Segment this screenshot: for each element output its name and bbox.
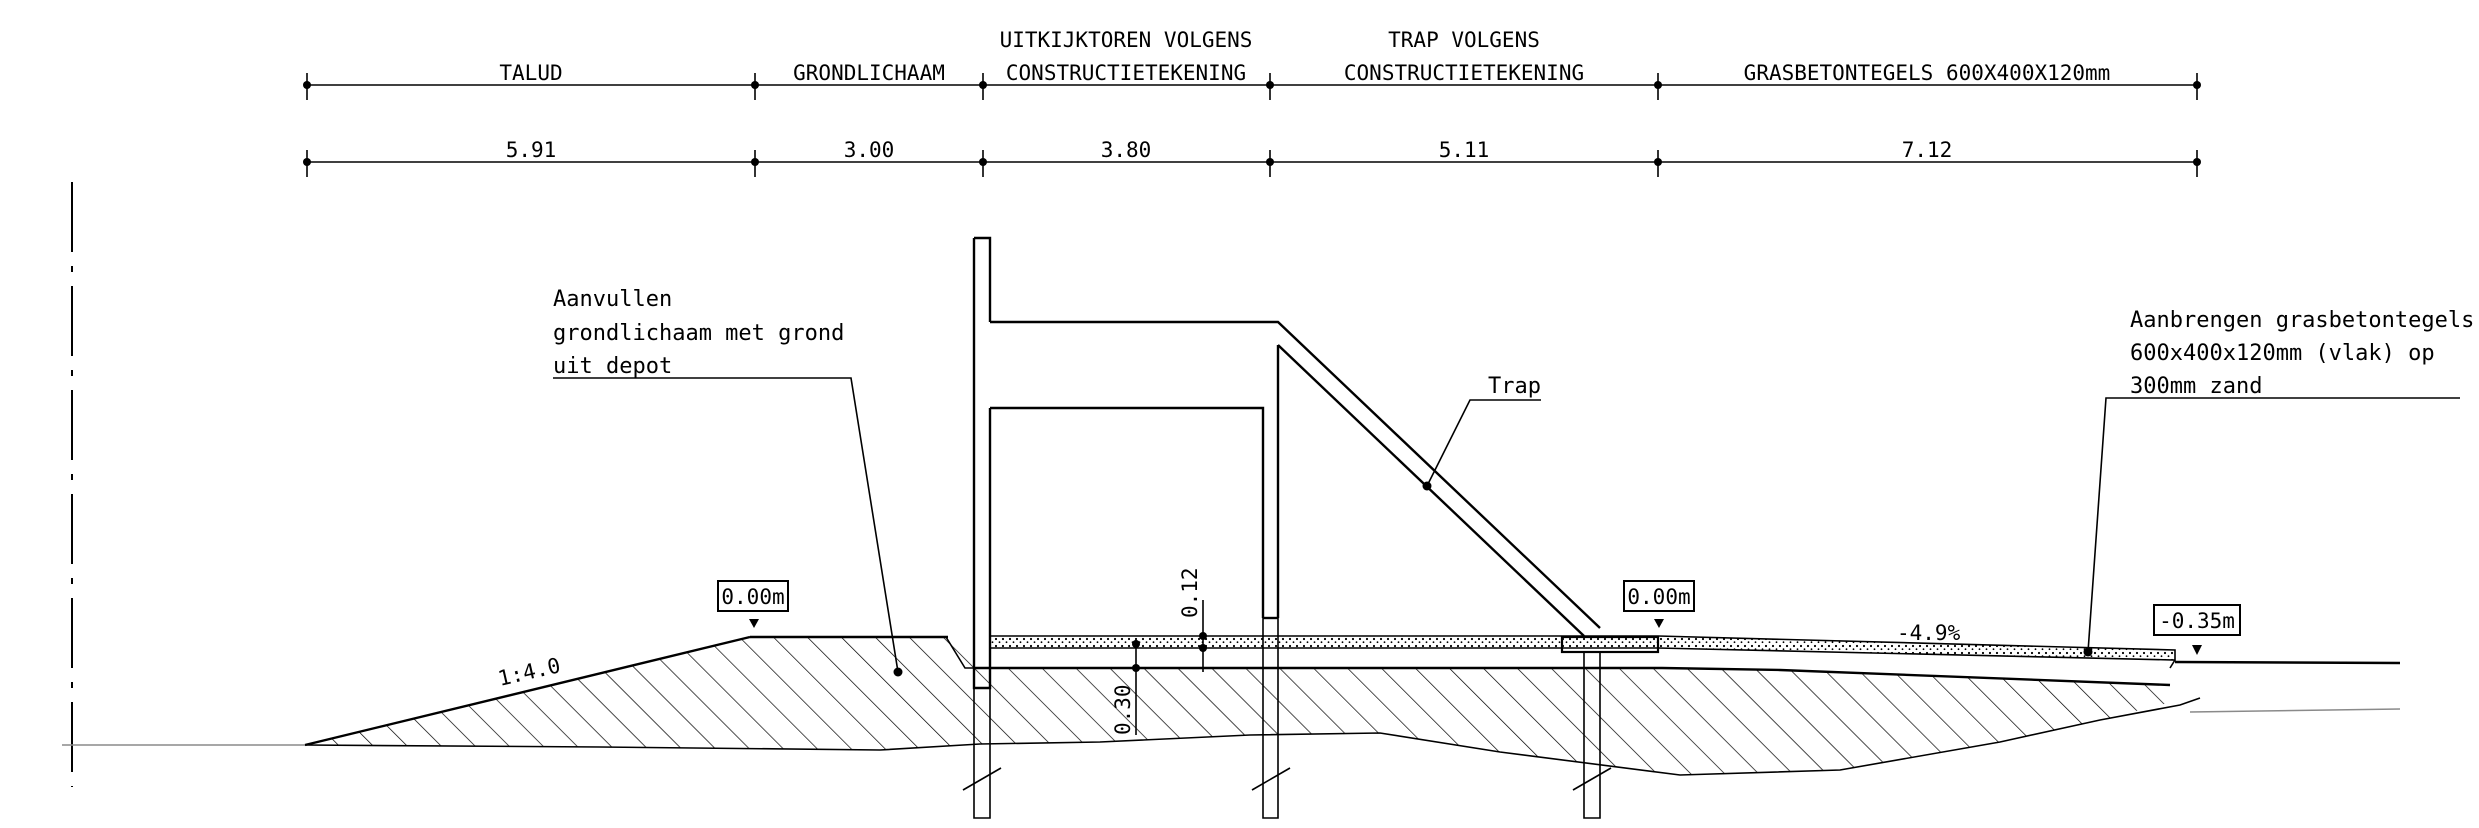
annotation-fill: Aanvullen grondlichaam met grond uit dep…: [553, 287, 903, 677]
stairs-foundation-plate: [1560, 635, 1660, 654]
level-box-stairs: [1623, 580, 1695, 612]
fill-note-line1: Aanvullen: [553, 287, 672, 312]
ground-line-right: [2189, 708, 2401, 713]
annotation-stairs: Trap: [1422, 374, 1541, 491]
slope-line: [304, 635, 751, 747]
terrain-right: [2174, 660, 2401, 665]
layer-end: [2169, 659, 2176, 669]
stairs-note-leader: [1426, 399, 1541, 487]
dimension-ticks: [303, 73, 2201, 177]
section-label-trap-line2: CONSTRUCTIETEKENING: [1344, 61, 1584, 85]
pile-left: [973, 688, 991, 819]
section-label-uitkijktoren-line2: CONSTRUCTIETEKENING: [1006, 61, 1246, 85]
stairs-note-label: Trap: [1488, 374, 1541, 399]
tower-platform-top: [990, 320, 1601, 629]
tile-thickness-label: 0.12: [1178, 567, 1202, 618]
observation-tower: [962, 236, 1660, 819]
level-crest-triangle: [749, 619, 759, 628]
section-label-grasbetontegels: GRASBETONTEGELS 600X400X120mm: [1744, 61, 2111, 85]
level-stairs-label: 0.00m: [1627, 585, 1690, 609]
tiles-note-line1: Aanbrengen grasbetontegels: [2130, 308, 2474, 333]
level-box-crest: [717, 580, 789, 612]
annotation-tiles: Aanbrengen grasbetontegels 600x400x120mm…: [2083, 308, 2474, 657]
section-label-talud: TALUD: [499, 61, 562, 85]
dimension-uitkijktoren: 3.80: [1101, 138, 1152, 162]
dimension-talud: 5.91: [506, 138, 557, 162]
tower-platform-bottom: [990, 406, 1265, 618]
fill-note-line3: uit depot: [553, 354, 672, 379]
dimension-header: TALUD GRONDLICHAAM UITKIJKTOREN VOLGENS …: [303, 28, 2201, 177]
sand-layer-bottom: [975, 666, 2171, 687]
gradient-label: -4.9%: [1897, 621, 1961, 645]
level-markers: 0.00m 0.00m -0.35m: [717, 580, 2241, 655]
section-label-uitkijktoren-line1: UITKIJKTOREN VOLGENS: [1000, 28, 1253, 52]
sand-thickness-label: 0.30: [1111, 684, 1135, 735]
dimension-trap: 5.11: [1439, 138, 1490, 162]
fill-note-leader: [553, 377, 899, 673]
pile-right: [1583, 652, 1601, 819]
level-box-right: [2153, 604, 2241, 636]
soil-hatch: [305, 637, 2180, 775]
section-label-trap-line1: TRAP VOLGENS: [1388, 28, 1540, 52]
level-right-triangle: [2192, 645, 2202, 655]
level-crest-label: 0.00m: [721, 585, 784, 609]
tiles-note-leader: [2087, 397, 2460, 653]
tiles-note-line2: 600x400x120mm (vlak) op: [2130, 341, 2435, 366]
foundation-piles: [962, 618, 1612, 819]
dimension-grondlichaam: 3.00: [844, 138, 895, 162]
fill-note-line2: grondlichaam met grond: [553, 321, 844, 346]
dimension-grasbetontegels: 7.12: [1902, 138, 1953, 162]
section-label-grondlichaam: GRONDLICHAAM: [793, 61, 945, 85]
level-stairs-triangle: [1654, 619, 1664, 628]
level-right-label: -0.35m: [2159, 609, 2235, 633]
stairs-stringer: [1277, 344, 1585, 637]
tiles-note-line3: 300mm zand: [2130, 374, 2262, 399]
existing-terrain-line: [304, 697, 2201, 776]
tower-left-column: [972, 236, 992, 690]
grass-concrete-tile-layer: [989, 635, 2176, 661]
layer-dimensions: 0.12 0.30: [1111, 567, 1207, 735]
pile-middle: [1262, 618, 1279, 819]
embankment: [62, 635, 2401, 776]
